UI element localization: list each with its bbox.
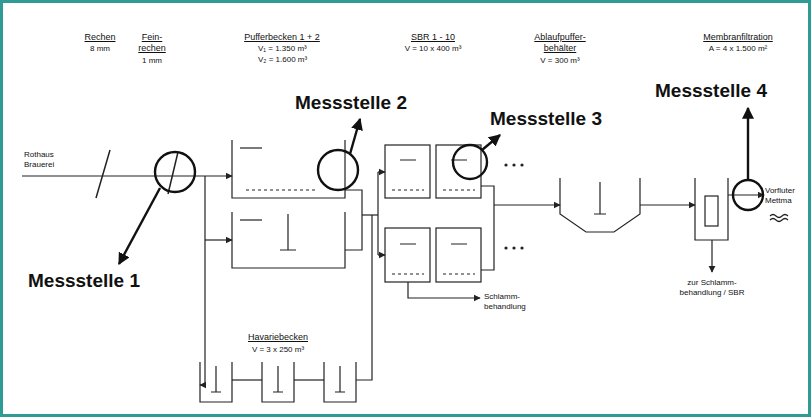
buffer-tank bbox=[232, 140, 345, 198]
mixer bbox=[594, 182, 606, 214]
continuation-dot bbox=[512, 163, 515, 166]
buffer-tank bbox=[232, 212, 345, 268]
unit-spec: V₁ = 1.350 m³ bbox=[258, 44, 307, 54]
mixer bbox=[211, 366, 221, 392]
unit-spec: 8 mm bbox=[90, 44, 110, 54]
unit-heading: Fein- rechen bbox=[132, 32, 172, 54]
mixer bbox=[273, 366, 283, 392]
continuation-dot bbox=[504, 163, 507, 166]
pipe bbox=[378, 171, 385, 172]
inflow-pipe bbox=[22, 175, 232, 176]
measuring-point-label: Messstelle 2 bbox=[295, 92, 407, 115]
sludge-pipe bbox=[711, 240, 712, 272]
leader-arrow bbox=[119, 188, 160, 264]
emergency-tank bbox=[200, 362, 232, 402]
measuring-point-circle bbox=[733, 180, 763, 210]
emergency-tank bbox=[262, 362, 294, 402]
unit-spec: V = 3 x 250 m³ bbox=[252, 345, 304, 355]
water-level bbox=[240, 219, 262, 220]
unit-spec: A = 4 x 1.500 m² bbox=[709, 44, 767, 54]
fine-screen bbox=[168, 152, 178, 194]
unit-heading: Pufferbecken 1 + 2 bbox=[244, 32, 320, 43]
continuation-dot bbox=[520, 163, 523, 166]
outflow-label: Vorfluter Mettma bbox=[765, 186, 805, 205]
continuation-dot bbox=[504, 246, 507, 249]
branch-pipe bbox=[200, 176, 205, 385]
measuring-point-label: Messstelle 4 bbox=[655, 80, 767, 103]
unit-spec: V = 300 m³ bbox=[540, 56, 579, 66]
pipe bbox=[356, 215, 372, 380]
unit-heading: SBR 1 - 10 bbox=[411, 32, 455, 43]
water-symbol bbox=[770, 215, 788, 222]
branch-pipe bbox=[205, 239, 232, 240]
pipe bbox=[494, 204, 560, 205]
pipe bbox=[481, 186, 494, 270]
unit-heading: Havariebecken bbox=[248, 332, 308, 343]
pipe bbox=[294, 379, 324, 380]
membrane-module bbox=[705, 196, 718, 226]
sludge-pipe bbox=[408, 282, 480, 298]
emergency-tank bbox=[324, 362, 356, 402]
sludge-label: Schlamm- behandlung bbox=[484, 292, 544, 311]
continuation-dot bbox=[520, 246, 523, 249]
leader-arrow bbox=[747, 108, 749, 180]
water-level bbox=[240, 147, 262, 148]
effluent-buffer-tank bbox=[560, 178, 640, 232]
pipe bbox=[345, 190, 362, 250]
inflow-label: Rothaus Brauerei bbox=[24, 150, 72, 169]
measuring-point-circle bbox=[318, 150, 358, 190]
bar-screen bbox=[96, 150, 110, 198]
pipe bbox=[640, 204, 695, 205]
sludge-label: zur Schlamm- behandlung / SBR bbox=[672, 278, 752, 297]
mixer bbox=[280, 214, 296, 250]
aeration-grid bbox=[392, 190, 475, 274]
aeration-grid bbox=[246, 189, 318, 190]
unit-heading: Ablaufpuffer- behälter bbox=[525, 32, 595, 54]
unit-heading: Membranfiltration bbox=[703, 32, 773, 43]
measuring-point-circle bbox=[453, 145, 487, 179]
leader-arrow bbox=[482, 135, 500, 150]
pipe bbox=[377, 172, 378, 255]
continuation-dot bbox=[512, 246, 515, 249]
unit-spec: V = 10 x 400 m³ bbox=[405, 44, 462, 54]
mixer bbox=[335, 366, 345, 392]
measuring-point-label: Messstelle 3 bbox=[490, 108, 602, 131]
pipe bbox=[378, 254, 385, 255]
leader-arrow bbox=[350, 119, 360, 154]
pipe bbox=[362, 214, 378, 215]
measuring-point-circle bbox=[155, 152, 195, 192]
membrane-tank bbox=[695, 178, 728, 240]
pipe bbox=[232, 379, 262, 380]
measuring-point-label: Messstelle 1 bbox=[28, 270, 140, 293]
unit-heading: Rechen bbox=[84, 32, 115, 43]
unit-spec: V₂ = 1.600 m³ bbox=[258, 55, 307, 65]
unit-spec: 1 mm bbox=[142, 56, 162, 66]
